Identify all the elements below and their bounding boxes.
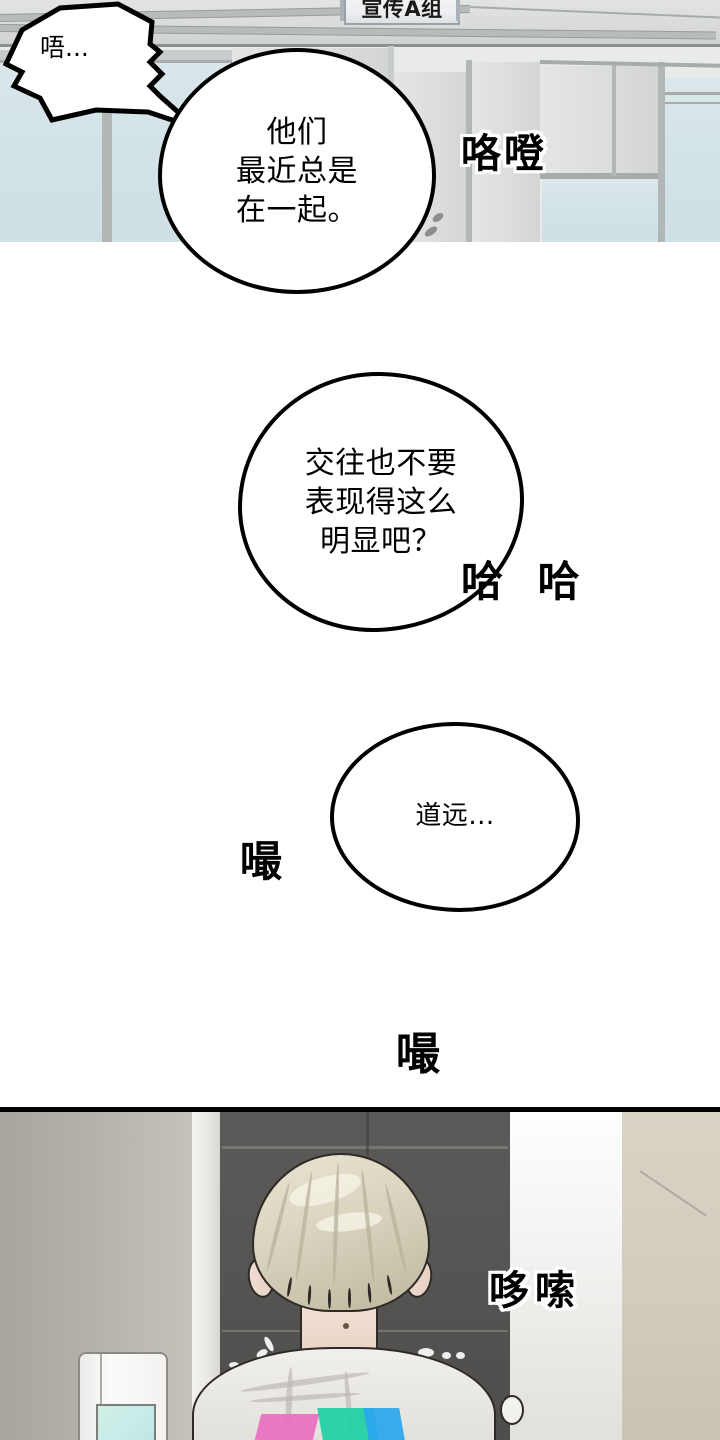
hair-tip [307, 1284, 312, 1306]
sign-bracket [456, 0, 460, 21]
elevator-frame-right [510, 1112, 622, 1440]
partition-wall [540, 66, 660, 176]
page-gutter [0, 242, 720, 1107]
window-mullion [658, 62, 665, 242]
hoodie-fold [240, 1369, 370, 1395]
speech-bubble-3: 道远... [330, 722, 580, 912]
shirt-graphic-blue [363, 1408, 405, 1440]
hair-tip [348, 1288, 351, 1308]
elevator-seam [222, 1146, 508, 1149]
glass-panel [665, 78, 720, 242]
jagged-bubble-shape [2, 1, 198, 131]
window-sill [540, 173, 660, 179]
right-wall [622, 1112, 720, 1440]
motion-speck [456, 1352, 465, 1359]
hair-tip [386, 1274, 393, 1296]
sign-bracket [340, 0, 344, 21]
sfx-haha: 哈 哈 [461, 557, 590, 606]
sfx-duosuo: 哆嗦 [486, 1265, 581, 1317]
hair-tip [286, 1276, 293, 1298]
partition-wall [470, 62, 540, 242]
motion-speck [418, 1348, 434, 1357]
sfx-zuo-second: 嘬 [396, 1029, 443, 1080]
hair-highlight [285, 1167, 365, 1213]
window-mullion [102, 48, 112, 242]
window-rail [665, 102, 720, 104]
speech-bubble-2: 交往也不要 表现得这么 明显吧？ [238, 372, 524, 632]
window-mullion [612, 62, 616, 176]
department-sign: 宣传A组 [344, 0, 460, 25]
sfx-zuo-first: 嘬 [240, 837, 286, 886]
speech-bubble-4: 唔... [0, 0, 198, 131]
call-panel-seam [100, 1354, 102, 1404]
motion-speck [442, 1352, 451, 1359]
speech-bubble-1-text: 他们 最近总是 在一起。 [236, 114, 358, 228]
elevator-floor-display [96, 1404, 156, 1440]
hair-tip [328, 1289, 331, 1309]
hair-strand [383, 1183, 409, 1275]
shirt-graphic-pink [254, 1414, 320, 1440]
window-rail [665, 92, 720, 95]
hoodie-fold [249, 1391, 361, 1404]
shoulder-strap-knob [500, 1395, 524, 1425]
neck-mole [343, 1323, 349, 1329]
speech-bubble-4-text: 唔... [40, 33, 89, 62]
speech-bubble-1: 他们 最近总是 在一起。 [158, 48, 436, 294]
glass-panel [542, 178, 658, 242]
hair-highlight [315, 1209, 383, 1235]
speech-bubble-3-text: 道远... [415, 801, 495, 832]
department-sign-text: 宣传A组 [361, 0, 443, 21]
hair-strand [264, 1181, 292, 1273]
ceiling-edge [0, 44, 720, 47]
speech-bubble-2-text: 交往也不要 表现得这么 明显吧？ [304, 445, 458, 559]
hair [252, 1153, 430, 1312]
sfx-kedeng: 咯噔 [458, 128, 547, 180]
wall-edge [466, 60, 472, 242]
hair-tip [367, 1282, 372, 1304]
